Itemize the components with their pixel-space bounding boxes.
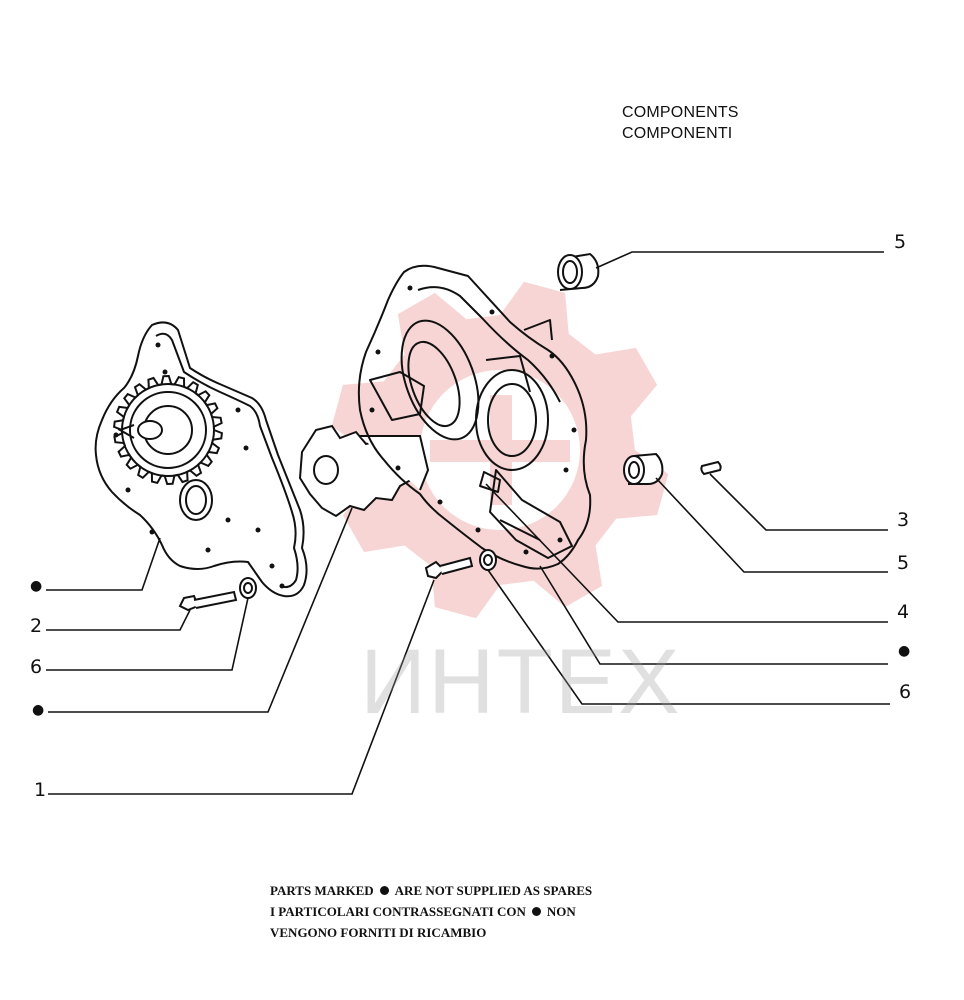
watermark-text: ИНТЕХ <box>360 631 682 733</box>
footnote-line-1-start: PARTS MARKED <box>270 883 374 898</box>
footnote-line-2-end: NON <box>546 904 576 919</box>
screw-right <box>424 549 497 580</box>
footnote-line-1: PARTS MARKED ARE NOT SUPPLIED AS SPARES <box>270 880 592 901</box>
title-line-it: COMPONENTI <box>622 125 733 142</box>
callout-dot-left-bottom: ● <box>32 702 45 718</box>
footnote: PARTS MARKED ARE NOT SUPPLIED AS SPARES I… <box>270 880 592 943</box>
bullet-icon <box>379 886 389 895</box>
callout-5-top: 5 <box>894 231 907 253</box>
page-title: COMPONENTS COMPONENTI <box>622 102 739 144</box>
cover-bolt-holes <box>113 342 285 589</box>
bullet-icon <box>531 907 541 916</box>
screw-left <box>178 577 257 612</box>
drive-gear <box>113 374 223 521</box>
callout-3: 3 <box>897 509 910 531</box>
callout-dot-left-top: ● <box>30 578 43 594</box>
bushing-mid <box>623 452 664 485</box>
callout-2: 2 <box>30 615 43 637</box>
callout-4: 4 <box>897 601 910 623</box>
callout-dot-right: ● <box>898 643 911 659</box>
housing-bolt-holes <box>369 285 577 555</box>
callout-6-right: 6 <box>899 681 912 703</box>
bushing-top <box>557 252 600 291</box>
title-line-en: COMPONENTS <box>622 104 739 121</box>
footnote-line-3: VENGONO FORNITI DI RICAMBIO <box>270 925 487 940</box>
footnote-line-2-start: I PARTICOLARI CONTRASSEGNATI CON <box>270 904 526 919</box>
callout-5-mid: 5 <box>897 552 910 574</box>
footnote-line-2: I PARTICOLARI CONTRASSEGNATI CON NON <box>270 901 592 922</box>
callout-1: 1 <box>34 779 47 801</box>
footnote-line-1-end: ARE NOT SUPPLIED AS SPARES <box>394 883 593 898</box>
leader-lines <box>46 251 890 795</box>
dowel-pin <box>700 460 722 476</box>
pump-cover-plate <box>94 321 308 598</box>
callout-6-left: 6 <box>30 656 43 678</box>
pump-housing <box>357 264 592 570</box>
